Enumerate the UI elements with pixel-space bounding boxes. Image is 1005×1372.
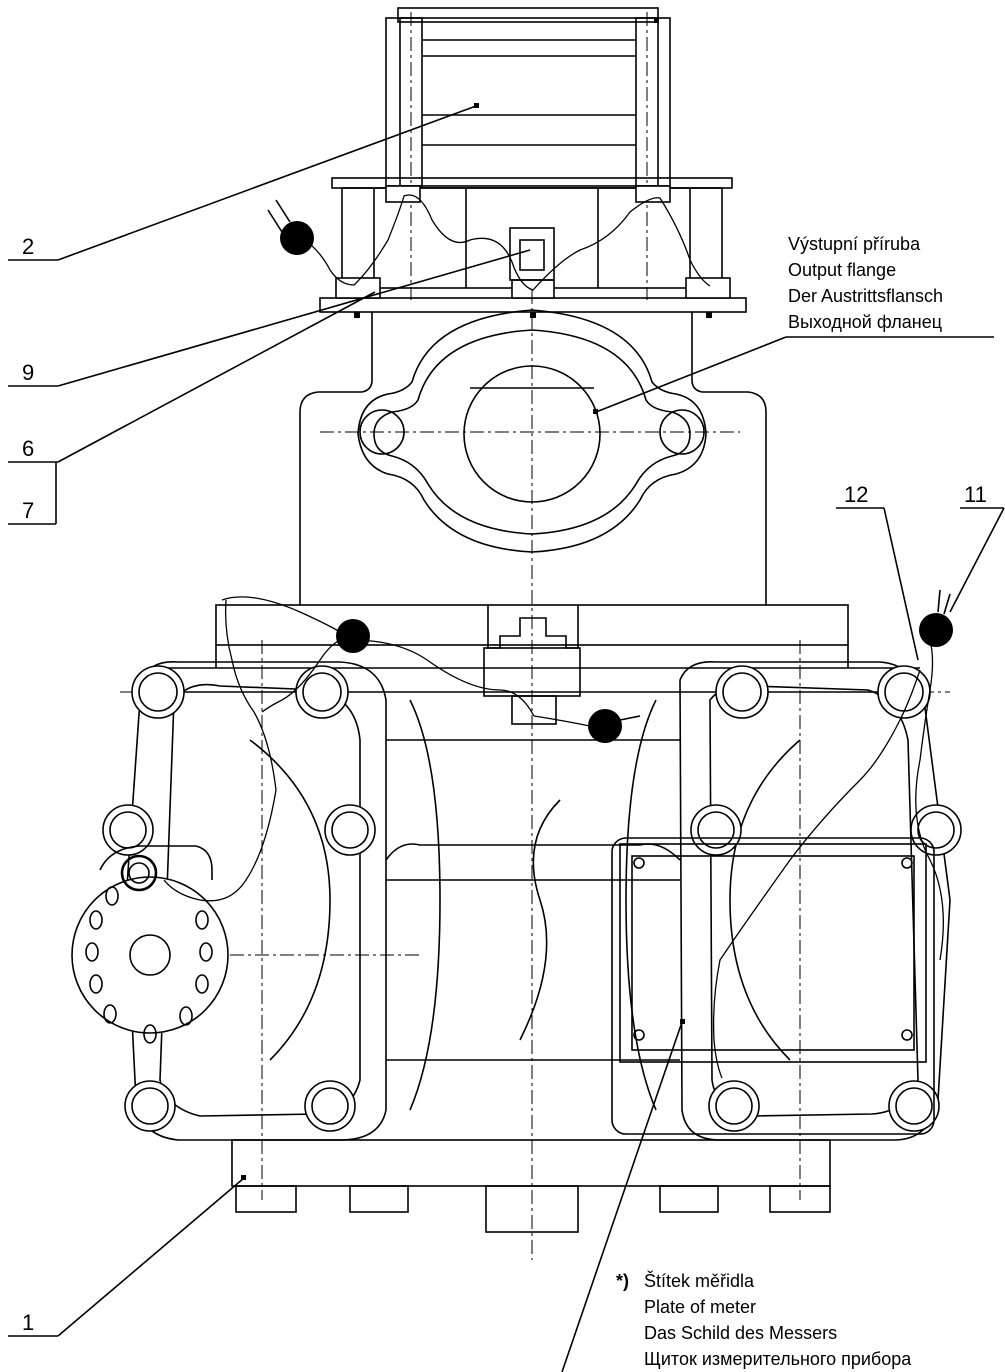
- seal: [336, 619, 370, 653]
- top-clamp-fixture: [385, 7, 671, 300]
- meter-plate-marker: *): [616, 1271, 629, 1291]
- leader-lines: [8, 18, 1005, 1372]
- bolt: [324, 804, 376, 856]
- bolt: [295, 665, 349, 719]
- bolt: [124, 1080, 176, 1132]
- bolt: [708, 1080, 760, 1132]
- lead-seals: [267, 199, 953, 743]
- callout-9: 9: [22, 360, 34, 385]
- meter-plate: [611, 837, 935, 1135]
- middle-band: [150, 604, 920, 725]
- flange-stack: [319, 177, 747, 318]
- callout-1: 1: [22, 1310, 34, 1335]
- upper-body: [299, 309, 767, 605]
- output-flange-line-1: Výstupní příruba: [788, 234, 921, 254]
- bolt: [102, 804, 154, 856]
- meter-plate-line-2: Plate of meter: [644, 1297, 756, 1317]
- bolt: [888, 1080, 940, 1132]
- seal: [280, 221, 314, 255]
- bolt: [304, 1080, 356, 1132]
- output-flange-label: Výstupní příruba Output flange Der Austr…: [788, 234, 943, 332]
- output-flange-line-4: Выходной фланец: [788, 312, 942, 332]
- output-flange-line-3: Der Austrittsflansch: [788, 286, 943, 306]
- seal: [588, 709, 622, 743]
- seal: [919, 613, 953, 647]
- bolt: [131, 665, 185, 719]
- callout-12: 12: [844, 482, 868, 507]
- meter-plate-label: *) Štítek měřidla Plate of meter Das Sch…: [616, 1270, 912, 1369]
- counter-dial: [71, 845, 229, 1044]
- meter-plate-line-4: Щиток измерительного прибора: [644, 1349, 912, 1369]
- meter-plate-line-1: Štítek měřidla: [644, 1270, 755, 1291]
- callout-7: 7: [22, 498, 34, 523]
- meter-plate-line-3: Das Schild des Messers: [644, 1323, 837, 1343]
- callout-6: 6: [22, 436, 34, 461]
- output-flange-line-2: Output flange: [788, 260, 896, 280]
- callout-11: 11: [964, 482, 987, 507]
- callout-2: 2: [22, 234, 34, 259]
- bolt: [910, 804, 962, 856]
- hex-bolts: [102, 665, 962, 1132]
- lower-housing: [80, 290, 951, 1260]
- bolt: [690, 804, 742, 856]
- bolt: [715, 665, 769, 719]
